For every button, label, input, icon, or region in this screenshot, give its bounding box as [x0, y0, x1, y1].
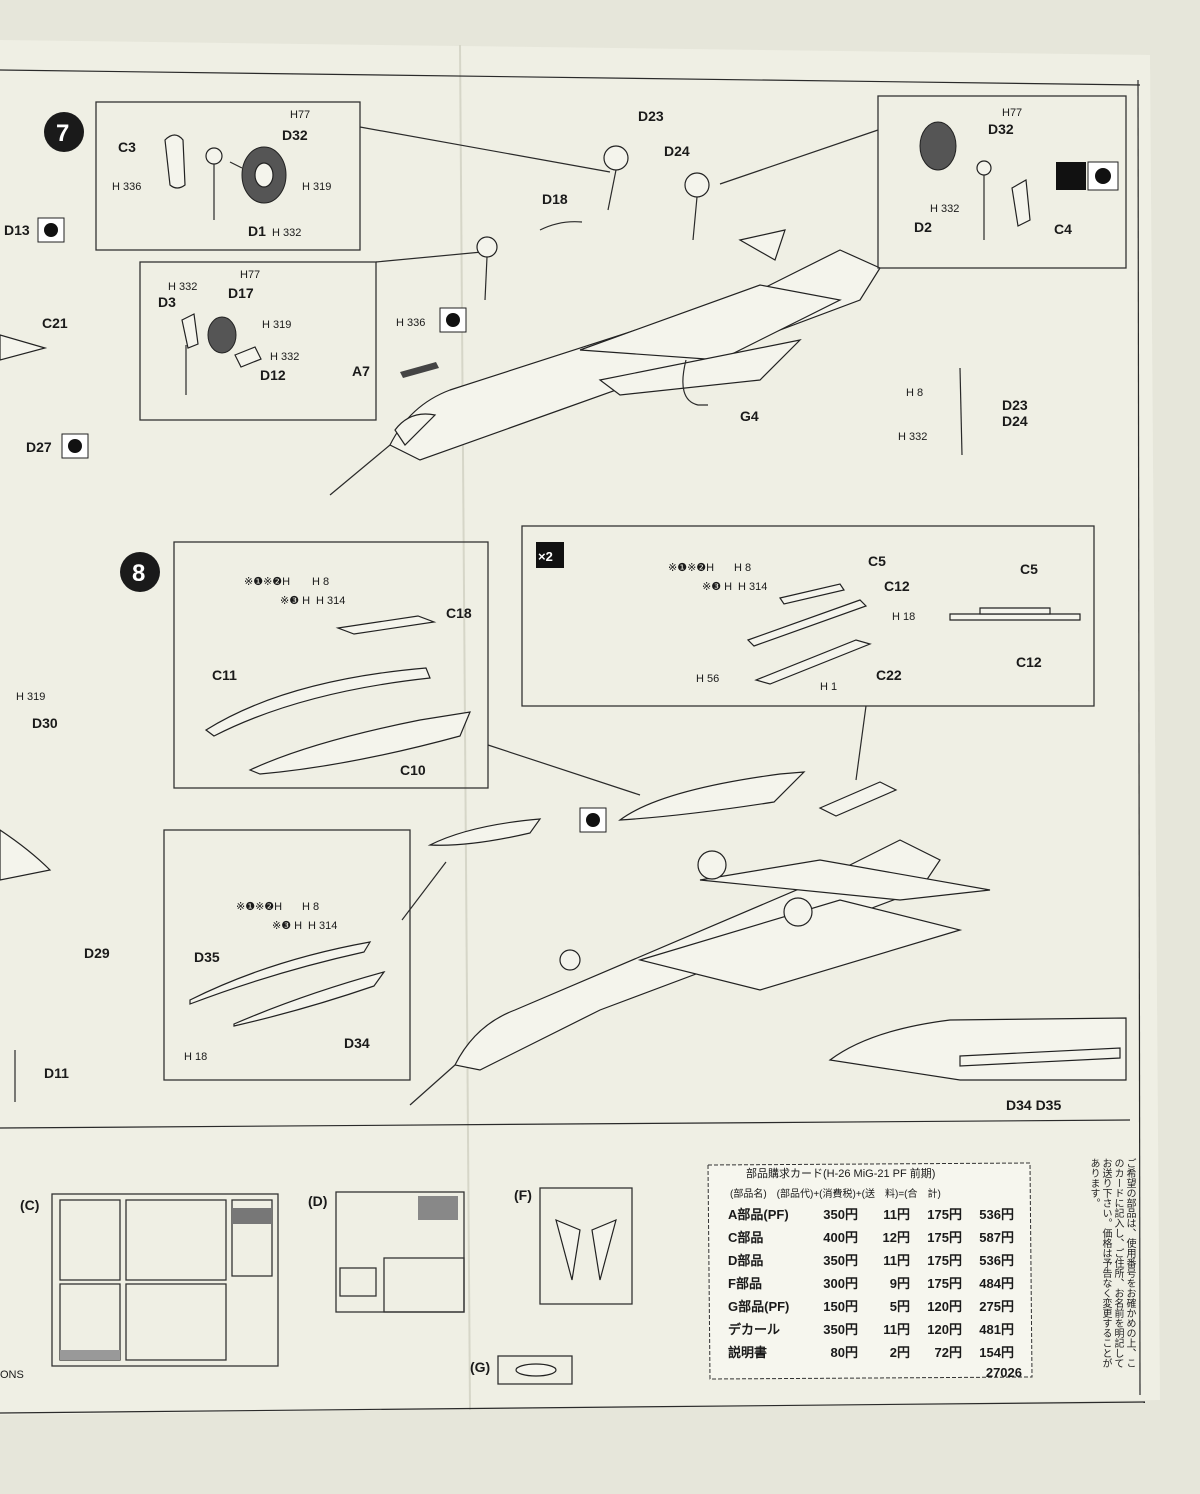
step-8-marker — [120, 552, 160, 592]
runner-g — [497, 1355, 573, 1385]
step-7-number: 7 — [56, 120, 69, 147]
part-label: H 332 — [168, 281, 197, 293]
part-label: H 336 — [396, 317, 425, 329]
part-label: ※❶※❷H — [668, 562, 714, 574]
part-label: D18 — [542, 191, 568, 207]
part-label: H 8 — [302, 901, 319, 913]
part-label: C5 — [1020, 561, 1038, 577]
part-label: H 319 — [302, 181, 331, 193]
part-label: H 314 — [316, 595, 345, 607]
part-label: (C) — [20, 1197, 39, 1213]
part-label: D29 — [84, 945, 110, 961]
part-label: D30 — [32, 715, 58, 731]
part-label: ※❶※❷H — [236, 901, 282, 913]
part-label: H 319 — [262, 319, 291, 331]
part-label: D1 — [248, 223, 266, 239]
part-label: (D) — [308, 1193, 327, 1209]
card-title: 部品購求カード(H-26 MiG-21 PF 前期) — [746, 1168, 936, 1180]
runner-c — [51, 1193, 279, 1367]
part-label: C22 — [876, 667, 902, 683]
part-label: D11 — [44, 1065, 69, 1081]
part-label: C10 — [400, 762, 426, 778]
part-label: H 332 — [270, 351, 299, 363]
runner-f — [539, 1187, 633, 1305]
part-label: D24 — [1002, 413, 1028, 429]
part-label: (G) — [470, 1359, 490, 1375]
part-label: D23 — [638, 108, 664, 124]
detail-box-missile-rail — [521, 525, 1095, 707]
part-label: D13 — [4, 222, 30, 238]
part-label: ×2 — [538, 549, 553, 564]
detail-box-nose-wheel — [139, 261, 377, 421]
part-label: H 18 — [892, 611, 915, 623]
part-label: ONS — [0, 1369, 24, 1381]
part-label: D24 — [664, 143, 690, 159]
step-8-number: 8 — [132, 560, 145, 587]
detail-box-main-wheel-left — [95, 101, 361, 251]
part-label: D34 D35 — [1006, 1097, 1061, 1113]
part-label: H 336 — [112, 181, 141, 193]
part-label: D27 — [26, 439, 52, 455]
part-label: G4 — [740, 408, 759, 424]
part-label: H 314 — [308, 920, 337, 932]
detail-box-drop-tank — [173, 541, 489, 789]
part-label: H 332 — [272, 227, 301, 239]
part-label: C12 — [1016, 654, 1042, 670]
part-label: H 56 — [696, 673, 719, 685]
part-label: H77 — [240, 269, 260, 281]
part-label: ※❸ H — [702, 581, 732, 593]
part-label: C18 — [446, 605, 472, 621]
part-label: D17 — [228, 285, 254, 301]
detail-box-pylon — [163, 829, 411, 1081]
part-label: H 18 — [184, 1051, 207, 1063]
part-label: (F) — [514, 1187, 532, 1203]
part-label: ※❸ H — [272, 920, 302, 932]
part-label: D34 — [344, 1035, 370, 1051]
detail-box-main-wheel-right — [877, 95, 1127, 269]
part-label: H 332 — [898, 431, 927, 443]
part-label: C21 — [42, 315, 68, 331]
part-label: ※❸ H — [280, 595, 310, 607]
part-label: C3 — [118, 139, 136, 155]
part-label: ※❶※❷H — [244, 576, 290, 588]
part-label: D32 — [282, 127, 308, 143]
part-label: C11 — [212, 667, 237, 683]
part-label: H77 — [1002, 107, 1022, 119]
part-label: H77 — [290, 109, 310, 121]
part-label: H 314 — [738, 581, 767, 593]
part-label: H 8 — [734, 562, 751, 574]
part-label: H 319 — [16, 691, 45, 703]
part-label: D3 — [158, 294, 176, 310]
part-label: A7 — [352, 363, 370, 379]
part-label: C4 — [1054, 221, 1072, 237]
step-7-marker — [44, 112, 84, 152]
part-label: H 8 — [312, 576, 329, 588]
card-header: (部品名) (部品代)+(消費税)+(送 料)=(合 計) — [730, 1189, 941, 1200]
parts-order-card: 部品購求カード(H-26 MiG-21 PF 前期) (部品名) (部品代)+(… — [708, 1165, 1030, 1380]
part-label: C5 — [868, 553, 886, 569]
part-label: D35 — [194, 949, 220, 965]
part-label: D32 — [988, 121, 1014, 137]
order-instructions-note: ご希望の部品は、使用番号をお確かめの上、このカードに記入し、ご住所、お名前を明記… — [1088, 1158, 1135, 1368]
product-code: 27026 — [985, 1365, 1022, 1380]
part-label: C12 — [884, 578, 910, 594]
part-label: D2 — [914, 219, 932, 235]
part-label: D12 — [260, 367, 286, 383]
part-label: H 1 — [820, 681, 837, 693]
part-label: H 8 — [906, 387, 923, 399]
part-label: D23 — [1002, 397, 1028, 413]
part-label: H 332 — [930, 203, 959, 215]
